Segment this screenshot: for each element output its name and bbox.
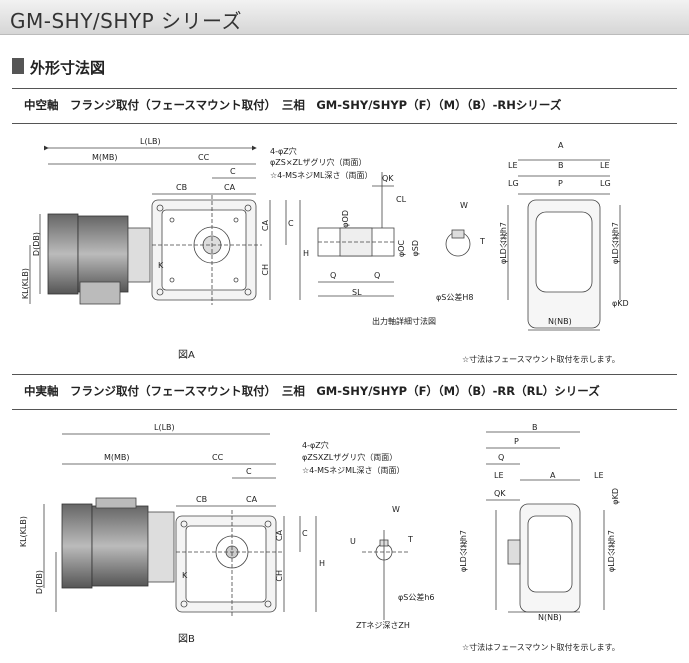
b-dim-LD2: φLD公差h7: [607, 530, 616, 573]
shaft-caption: 出力軸詳細寸法図: [372, 317, 436, 326]
section-marker: [12, 58, 24, 74]
b-dim-M: M(MB): [104, 453, 130, 462]
figB-side-view: [61, 497, 175, 589]
dim-S: φS公差H8: [436, 293, 474, 302]
dim-W: W: [460, 201, 468, 210]
b-dim-L: L(LB): [154, 423, 175, 432]
b-dim-KD: φKD: [611, 488, 620, 505]
figB-shaft-detail: [362, 530, 410, 620]
dim-LD1: φLD公差h7: [499, 222, 508, 265]
b-dim-W: W: [392, 505, 400, 514]
b-dim-N: N(NB): [538, 613, 562, 622]
b-zs-note: φZSXZLザグリ穴（両面）: [302, 453, 398, 462]
dim-CB: CB: [176, 183, 188, 192]
dim-KD: φKD: [612, 299, 629, 308]
b-dim-LD1: φLD公差h7: [459, 530, 468, 573]
b-dim-D: D(DB): [35, 570, 44, 595]
b-dim-U: U: [350, 537, 356, 546]
b-dim-LE1: LE: [494, 471, 504, 480]
dim-L: L(LB): [140, 137, 161, 146]
dim-A: A: [558, 141, 564, 150]
dim-LD2: φLD公差h7: [611, 222, 620, 265]
page-title: GM-SHY/SHYP シリーズ: [10, 9, 243, 33]
zs-note: φZS×ZLザグリ穴（両面）: [270, 158, 367, 167]
dim-CH: CH: [261, 264, 270, 276]
b-dim-LE2: LE: [594, 471, 604, 480]
dim-QK: QK: [382, 174, 394, 183]
b-dim-S: φS公差h6: [398, 593, 435, 602]
dim-C-v: C: [288, 219, 294, 228]
dim-LE1: LE: [508, 161, 518, 170]
dim-CA: CA: [224, 183, 236, 192]
dim-C: C: [230, 167, 236, 176]
b-dim-ZT: ZTネジ深さZH: [356, 621, 410, 630]
dim-Q1: Q: [330, 271, 337, 280]
b-dim-P: P: [514, 437, 519, 446]
b-dim-K: K: [182, 571, 188, 580]
figB-title-box: [12, 374, 677, 410]
b-dim-CB: CB: [196, 495, 208, 504]
b-ms-note: ☆4-MSネジML深さ（両面）: [302, 466, 405, 475]
b-dim-C: C: [246, 467, 252, 476]
b-dim-H: H: [319, 559, 326, 568]
figA-caption: 図A: [178, 350, 195, 361]
b-dim-CH: CH: [275, 570, 284, 582]
b-dim-CA: CA: [246, 495, 258, 504]
dim-P: P: [558, 179, 563, 188]
figA-shaft-detail: [317, 172, 471, 297]
figA-end-view: [507, 159, 621, 331]
dim-LG2: LG: [600, 179, 611, 188]
dim-CL: CL: [396, 195, 407, 204]
z-hole-note: 4-φZ穴: [270, 147, 297, 156]
ms-note: ☆4-MSネジML深さ（両面）: [270, 171, 373, 180]
dim-OC: φOC: [397, 240, 406, 258]
dim-B: B: [558, 161, 564, 170]
dim-Q2: Q: [374, 271, 381, 280]
figB-title: 中実軸 フランジ取付（フェースマウント取付） 三相 GM-SHY/SHYP（F）…: [24, 384, 600, 398]
figA-note: ☆寸法はフェースマウント取付を示します。: [462, 355, 620, 364]
b-dim-KL: KL(KLB): [19, 516, 28, 548]
b-dim-QK: QK: [494, 489, 506, 498]
dim-T: T: [480, 237, 485, 246]
dim-SL: SL: [352, 288, 362, 297]
figA-title: 中空軸 フランジ取付（フェースマウント取付） 三相 GM-SHY/SHYP（F）…: [24, 98, 562, 112]
b-dim-A: A: [550, 471, 556, 480]
b-dim-CA-v: CA: [275, 530, 284, 542]
b-dim-Q: Q: [498, 453, 505, 462]
dim-M: M(MB): [92, 153, 118, 162]
section-title: 外形寸法図: [30, 59, 106, 77]
dim-LE2: LE: [600, 161, 610, 170]
b-dim-B: B: [532, 423, 538, 432]
figA-front-view: [151, 195, 262, 305]
b-dim-CC: CC: [212, 453, 224, 462]
b-dim-T: T: [408, 535, 413, 544]
figB-note: ☆寸法はフェースマウント取付を示します。: [462, 643, 620, 652]
figB-end-view: [486, 431, 605, 613]
dim-CC: CC: [198, 153, 210, 162]
dim-CA-v: CA: [261, 220, 270, 232]
dim-N: N(NB): [548, 317, 572, 326]
figA-title-box: [12, 88, 677, 124]
figB-caption: 図B: [178, 634, 195, 645]
b-z-hole-note: 4-φZ穴: [302, 441, 329, 450]
dim-LG1: LG: [508, 179, 519, 188]
dim-D: D(DB): [32, 232, 41, 257]
dim-SD: φSD: [411, 240, 420, 257]
header-bar: [0, 0, 689, 35]
figA-side-view: [47, 213, 151, 305]
figB-front-view: [175, 510, 282, 618]
dim-KL: KL(KLB): [21, 268, 30, 300]
dim-OD: φOD: [341, 210, 350, 228]
b-dim-C-v: C: [302, 529, 308, 538]
dim-H: H: [303, 249, 310, 258]
dim-K: K: [158, 261, 164, 270]
